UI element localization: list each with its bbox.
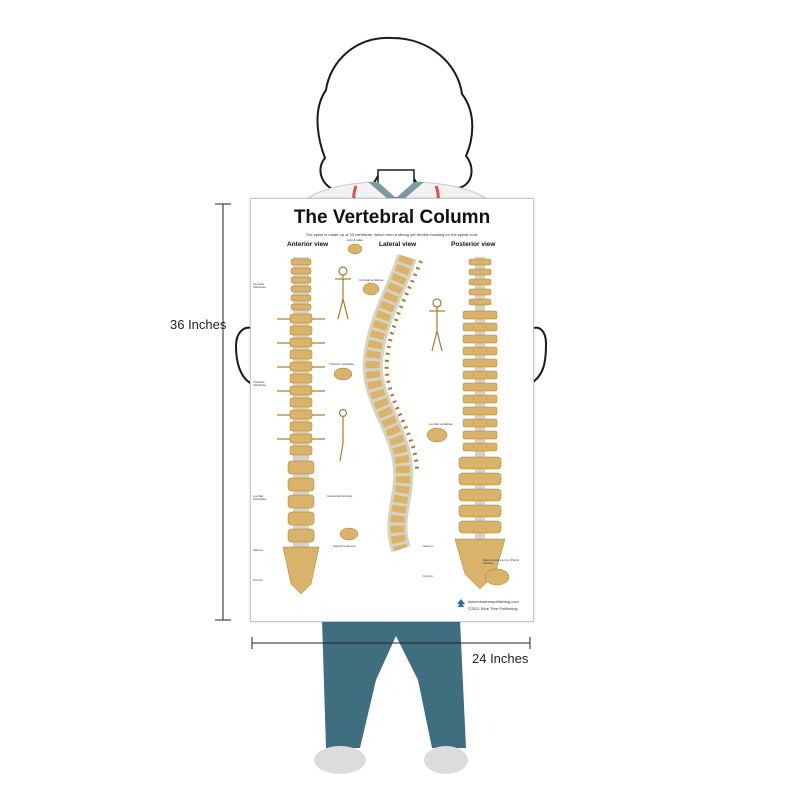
label-cervical-vertebrae: Cervical vertebrae <box>359 278 384 282</box>
view-posterior-label: Posterior view <box>451 241 496 248</box>
posterior-spine-drawing <box>454 257 506 590</box>
view-lateral-label: Lateral view <box>379 241 417 248</box>
label-atlas-axis: Axis & atlas <box>347 238 363 242</box>
label-coccyx: Coccyx <box>423 574 433 578</box>
label-intervertebral-discs: Intervertebral discs <box>327 494 353 498</box>
region-label-sacrum: Sacrum <box>253 548 264 552</box>
anterior-spine-drawing <box>277 257 325 595</box>
lateral-spine-drawing <box>362 253 423 553</box>
height-label: 36 Inches <box>170 317 227 332</box>
region-label-cervical: Cervical Vertebrae <box>253 282 267 290</box>
scrub-pants <box>322 620 466 748</box>
poster-subtitle: The spine is made up of 33 vertebrae, wh… <box>305 232 479 237</box>
height-dimension-line <box>215 203 231 621</box>
view-anterior-label: Anterior view <box>287 241 329 248</box>
label-lumbar-vertebrae: Lumbar vertebrae <box>429 422 453 426</box>
detail-vertebra-drawings <box>333 243 510 586</box>
footer-copyright: ©2021 Blue Tree Publishing <box>468 606 518 611</box>
tree-logo-icon <box>457 599 465 607</box>
skeleton-figure-icon <box>335 266 445 462</box>
left-shoe <box>314 746 366 774</box>
vertebral-column-poster: The Vertebral Column The spine is made u… <box>250 198 534 622</box>
left-hand-outline <box>234 326 253 386</box>
region-label-lumbar: Lumbar Vertebrae <box>253 494 267 502</box>
scrub-collar <box>368 182 424 206</box>
width-label: 24 Inches <box>472 651 529 666</box>
poster-title: The Vertebral Column <box>293 207 491 228</box>
right-hand-outline <box>529 326 548 386</box>
footer-website: www.bluetreepublishing.com <box>468 599 519 604</box>
label-thoracic-vertebrae: Thoracic vertebrae <box>329 362 355 366</box>
label-sacrum-coccyx: Sacrum and coccyx (Pelvic surface) <box>483 558 520 566</box>
label-sacrum: Sacrum <box>423 544 434 548</box>
right-shoe <box>424 746 468 774</box>
region-label-thoracic: Thoracic Vertebrae <box>253 380 267 388</box>
spine-illustrations <box>277 243 510 595</box>
label-sacral-foramens: Sacral Foramens <box>333 544 356 548</box>
width-dimension-line <box>251 637 531 649</box>
region-label-coccyx: Coccyx <box>253 578 263 582</box>
